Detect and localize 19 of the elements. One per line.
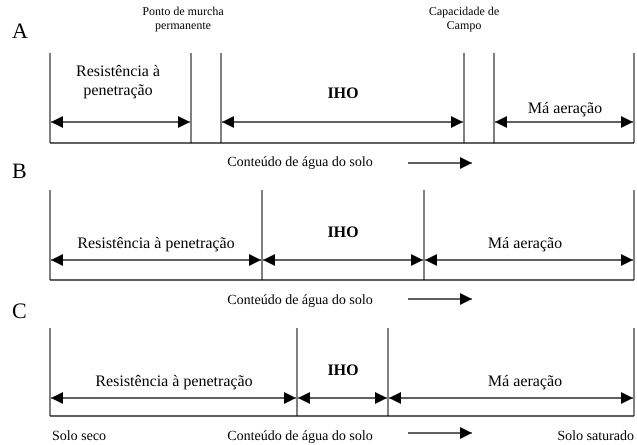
range-label: Má aeração	[526, 99, 604, 118]
threshold-label: Ponto de murcha permanente	[141, 4, 225, 32]
range-label: IHO	[326, 223, 360, 242]
range-label: Resistência à penetração	[75, 62, 161, 100]
range-label: IHO	[326, 84, 360, 103]
panel-letter: A	[12, 20, 29, 42]
range-label: Resistência à penetração	[94, 372, 254, 391]
axis-label: Solo seco	[52, 429, 108, 445]
axis-label: Conteúdo de água do solo	[226, 429, 374, 445]
range-label: Má aeração	[486, 234, 564, 253]
range-label: Resistência à penetração	[76, 234, 236, 253]
axis-label: Conteúdo de água do solo	[226, 155, 374, 171]
axis-label: Conteúdo de água do solo	[226, 293, 374, 309]
panel-letter: B	[12, 160, 28, 182]
threshold-label: Capacidade de Campo	[428, 4, 500, 32]
axis-label: Solo saturado	[556, 429, 634, 445]
panel-letter: C	[12, 300, 28, 322]
range-label: Má aeração	[486, 372, 564, 391]
range-label: IHO	[326, 361, 360, 380]
